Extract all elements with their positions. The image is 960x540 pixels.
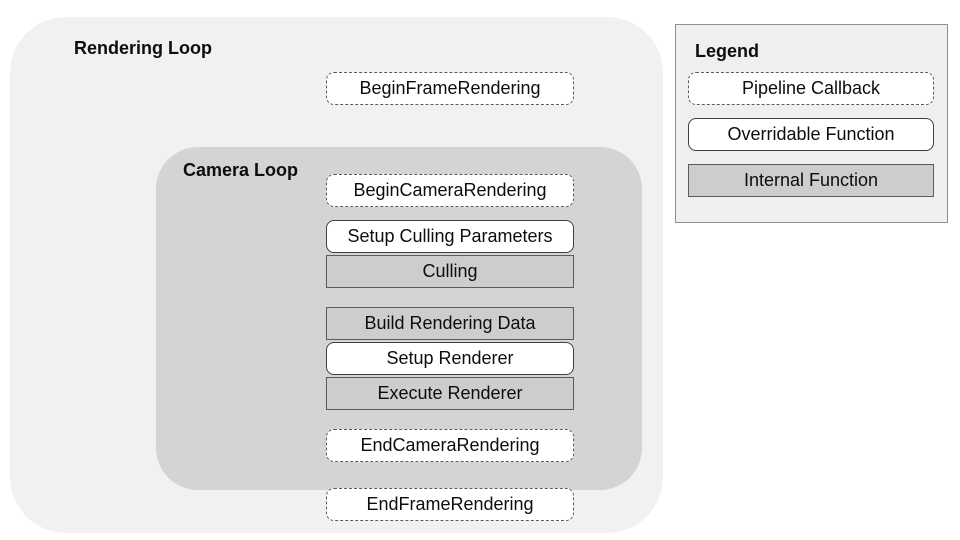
node-end-camera-rendering: EndCameraRendering	[326, 429, 574, 462]
node-build-rendering-data: Build Rendering Data	[326, 307, 574, 340]
legend-item-internal-function: Internal Function	[688, 164, 934, 197]
node-execute-renderer: Execute Renderer	[326, 377, 574, 410]
legend-panel: Legend Pipeline Callback Overridable Fun…	[675, 24, 948, 223]
node-culling: Culling	[326, 255, 574, 288]
node-end-frame-rendering: EndFrameRendering	[326, 488, 574, 521]
node-setup-culling-parameters: Setup Culling Parameters	[326, 220, 574, 253]
rendering-loop-title: Rendering Loop	[74, 38, 212, 58]
node-begin-camera-rendering: BeginCameraRendering	[326, 174, 574, 207]
legend-title: Legend	[695, 41, 760, 61]
node-setup-renderer: Setup Renderer	[326, 342, 574, 375]
legend-item-pipeline-callback: Pipeline Callback	[688, 72, 934, 105]
legend-item-overridable-function: Overridable Function	[688, 118, 934, 151]
node-begin-frame-rendering: BeginFrameRendering	[326, 72, 574, 105]
camera-loop-title: Camera Loop	[183, 160, 299, 180]
